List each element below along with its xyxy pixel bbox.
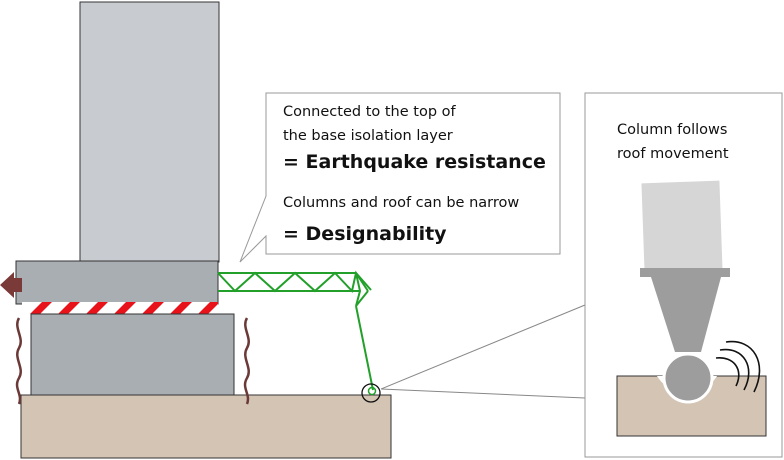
callout-heading-design: = Designability	[283, 223, 447, 245]
callout-line-1: Connected to the top of	[283, 104, 456, 120]
pivot-leader	[380, 388, 586, 399]
building-mass	[79, 1, 220, 263]
detail-column-cap	[640, 268, 730, 277]
movement-arrow-icon	[0, 272, 22, 298]
detail-caption-line-1: Column follows	[617, 122, 728, 138]
detail-column	[651, 277, 721, 352]
seismic-wave-icon	[243, 317, 250, 405]
vibration-wave-icon	[715, 340, 761, 393]
isolation-slab	[15, 260, 219, 305]
seismic-wave-icon	[15, 317, 22, 405]
isolator-layer	[22, 302, 218, 314]
ground	[20, 394, 392, 459]
callout-line-2: the base isolation layer	[283, 128, 453, 144]
callout-line-3: Columns and roof can be narrow	[283, 195, 520, 211]
foundation-block	[30, 313, 235, 396]
roof-truss	[217, 270, 374, 391]
pivot-leader	[380, 304, 586, 390]
callout-box	[239, 92, 561, 263]
detail-column-top	[641, 180, 723, 274]
pivot-joint-icon	[361, 383, 381, 403]
callout-heading-earthquake: = Earthquake resistance	[283, 151, 546, 173]
detail-pivot-ball	[662, 352, 714, 404]
detail-caption-line-2: roof movement	[617, 146, 729, 162]
